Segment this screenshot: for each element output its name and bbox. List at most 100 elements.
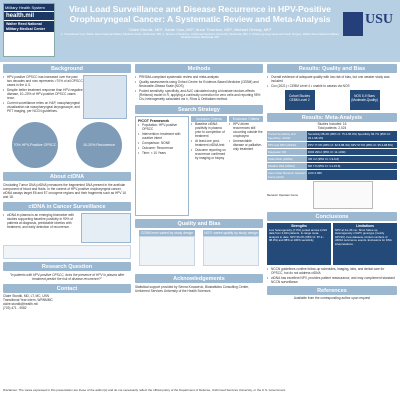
meta-row-label: Pooled Sensitivity and Specificity: ctDN…: [267, 131, 307, 141]
exclusion-box: Exclusion Criteria HPV-driven recurrence…: [229, 116, 263, 216]
meta-row-label: Relative Risk (ctDNA): [267, 163, 307, 169]
meta-row-value: AUC 0.969: [307, 170, 397, 180]
right-column: Results: Quality and Bias Overall eviden…: [267, 64, 397, 300]
meta-studies-count: Studies Included: 16: [317, 122, 347, 126]
ctdna-figure-caption-box: [3, 245, 131, 259]
meta-row-value: PPV 77.0% (95% CI: 62.5-88.4%) NPV 97.6%…: [307, 142, 397, 148]
poster-header: Military Health System health.mil Walter…: [0, 0, 400, 62]
throat-anatomy-image: [83, 75, 127, 119]
ctdna-description: Circulating Tumor DNA (ctDNA) measures t…: [3, 183, 126, 199]
nos-box: NOS: varies quality by study design: [203, 230, 259, 266]
background-bullet: HPV-positive OPSCC has increased over th…: [3, 75, 83, 87]
hpv-positive-stat-circle: 70% HPV-Positive OPSCC: [12, 122, 58, 168]
contact-phone: (703) 471 - 9082: [3, 306, 27, 310]
methods-bullet: PRISMA-compliant systematic review and m…: [135, 75, 263, 79]
background-heading: Background: [3, 64, 131, 73]
conclusions-bullet: ctDNA has excellent NPV, provides patien…: [267, 276, 397, 284]
poster-authors: Claire Sturdik, MD¹, Sarah Gao, MD¹, Ann…: [60, 27, 340, 40]
meta-row: Odds Ratio (ctDNA) OR 3.2 (95% CI: 1.9-6…: [267, 156, 397, 162]
meta-row-label: Area Under Receiver Operator Curve (AUC): [267, 170, 307, 180]
research-question-text: "In patients with HPV-positive OPSCC, do…: [9, 273, 125, 281]
health-mil-logo-text: health.mil: [4, 12, 54, 20]
roc-plot-label: Receiver Operator Curve: [267, 193, 299, 197]
inclusion-item: At least one post-treatment ctDNA test: [191, 139, 227, 147]
usu-logo: USU: [343, 4, 397, 58]
picot-item: Intervention: treatment with curative in…: [138, 132, 186, 140]
author-affiliations: 1. Transitional Year, Walter Reed Nation…: [61, 32, 339, 40]
author-list: Claire Sturdik, MD¹, Sarah Gao, MD¹, Ann…: [128, 27, 272, 32]
meta-patients-count: Total patients: 2,024: [317, 126, 347, 130]
inclusion-item: Baseline ctDNA positivity in plasma prio…: [191, 122, 227, 138]
conclusions-bullet: NCCN guidelines confine follow-up schedu…: [267, 267, 397, 275]
meta-row-value: DOR 299.2 (95% CI: 11-1339): [307, 149, 397, 155]
usu-emblem-icon: [343, 12, 363, 36]
background-bullet: Despite better treatment response than H…: [3, 88, 83, 100]
ctdna-diagram-image: [81, 213, 131, 243]
picot-item: Population: HPV-positive OPSCC: [138, 123, 186, 131]
cebm-label: CEBM level varied by study design: [139, 230, 195, 236]
search-strategy-heading: Search Strategy: [135, 105, 263, 114]
cebm-box: CEBM level varied by study design: [139, 230, 195, 266]
ctdna-heading: About ctDNA: [3, 172, 131, 181]
meta-row: Area Under Receiver Operator Curve (AUC)…: [267, 170, 397, 180]
exclusion-item: HPV-driven recurrences still occurring o…: [229, 122, 263, 138]
limitations-text: NPV at 24–36 mo. Short follow-up. Hetero…: [335, 227, 392, 246]
wrnmmc-logo: Military Health System health.mil Walter…: [3, 3, 55, 57]
conclusions-list: NCCN guidelines confine follow-up schedu…: [267, 267, 397, 284]
contact-block: Claire Sturdik, MD, LT, MC, USN Transiti…: [3, 294, 131, 310]
picot-item: Time: < 10 Years: [138, 151, 186, 155]
inclusion-list: Baseline ctDNA positivity in plasma prio…: [191, 122, 227, 160]
picot-list: Population: HPV-positive OPSCC Intervent…: [138, 123, 186, 155]
references-heading: References: [267, 286, 397, 295]
recurrence-stat-circle: 10-20% Recurrence: [76, 122, 122, 168]
exclusion-title: Exclusion Criteria: [229, 116, 263, 122]
results-quality-list: Overall evidence of adequate quality wit…: [267, 75, 397, 88]
research-question-heading: Research Question: [3, 262, 131, 271]
picot-item: Outcome: Recurrence: [138, 146, 186, 150]
meta-row-label: Odds Ratio (ctDNA): [267, 156, 307, 162]
background-bullet: Current surveillance relies on H&P, naso…: [3, 101, 83, 113]
meta-row: PPV and NPV (ctDNA) PPV 77.0% (95% CI: 6…: [267, 142, 397, 148]
strengths-text: Low heterogeneity (I² 0%) pooled across …: [269, 227, 327, 242]
acknowledgements-heading: Acknowledgements: [135, 274, 263, 283]
meta-results-table: Pooled Sensitivity and Specificity: ctDN…: [267, 131, 397, 180]
roc-plot-image: [313, 181, 373, 209]
nos-stars-badge: NOS 5-9 Stars (Moderate-Quality): [349, 90, 380, 110]
surveillance-bullet: ctDNA in plasma is an emerging biomarker…: [3, 213, 79, 229]
nos-table-image: [203, 236, 259, 266]
background-list: HPV-positive OPSCC has increased over th…: [3, 75, 83, 119]
limitations-box: Limitations NPV at 24–36 mo. Short follo…: [333, 223, 397, 265]
cebm-table-image: [139, 236, 195, 266]
left-column: Background HPV-positive OPSCC has increa…: [3, 64, 131, 310]
meta-row-label: Diagnostic OR: [267, 149, 307, 155]
quality-bias-heading: Quality and Bias: [135, 219, 263, 228]
disclaimer-footer: Disclaimer: The views expressed in this …: [0, 388, 400, 400]
methods-list: PRISMA-compliant systematic review and m…: [135, 75, 263, 101]
strengths-box: Strengths Low heterogeneity (I² 0%) pool…: [267, 223, 331, 265]
mhs-logo-text: Military Health System: [4, 4, 54, 11]
meta-row-value: Sensitivity 88.4% (95% CI: 75.4-95.0%) S…: [307, 131, 397, 141]
poster-title: Viral Load Surveillance and Disease Recu…: [68, 4, 332, 24]
surveillance-list: ctDNA in plasma is an emerging biomarker…: [3, 213, 79, 243]
strengths-title: Strengths: [291, 224, 307, 228]
middle-column: Methods PRISMA-compliant systematic revi…: [135, 64, 263, 293]
inclusion-box: Inclusion Criteria Baseline ctDNA positi…: [191, 116, 227, 216]
cebm-level-badge: Cohort Studies CEBM Level 2: [284, 90, 315, 110]
results-quality-heading: Results: Quality and Bias: [267, 64, 397, 73]
meta-row-value: OR 3.2 (95% CI: 1.9-6.8): [307, 156, 397, 162]
inclusion-item: Outcome reporting on recurrence confirme…: [191, 148, 227, 160]
results-quality-bullet: Overall evidence of adequate quality wit…: [267, 75, 397, 83]
exclusion-item: Unresectable disease or palliative-only …: [229, 139, 263, 151]
surveillance-heading: ctDNA in Cancer Surveillance: [3, 202, 131, 211]
picot-item: Comparison: NONE: [138, 141, 186, 145]
meta-row: Relative Risk (ctDNA) RR 7.9 (95% CI: 4.…: [267, 163, 397, 169]
exclusion-list: HPV-driven recurrences still occurring o…: [229, 122, 263, 151]
limitations-title: Limitations: [355, 224, 375, 228]
contact-email: claire.sturdik@health.mil: [3, 302, 38, 306]
results-quality-bullet: Cox (2021) • CEBM Level 4 • unable to as…: [267, 84, 397, 88]
meta-analysis-heading: Results: Meta-Analysis: [267, 113, 397, 122]
walter-reed-logo-text: Walter Reed National Military Medical Ce…: [4, 21, 54, 32]
contact-heading: Contact: [3, 284, 131, 293]
conclusions-heading: Conclusions: [267, 212, 397, 221]
methods-heading: Methods: [135, 64, 263, 73]
